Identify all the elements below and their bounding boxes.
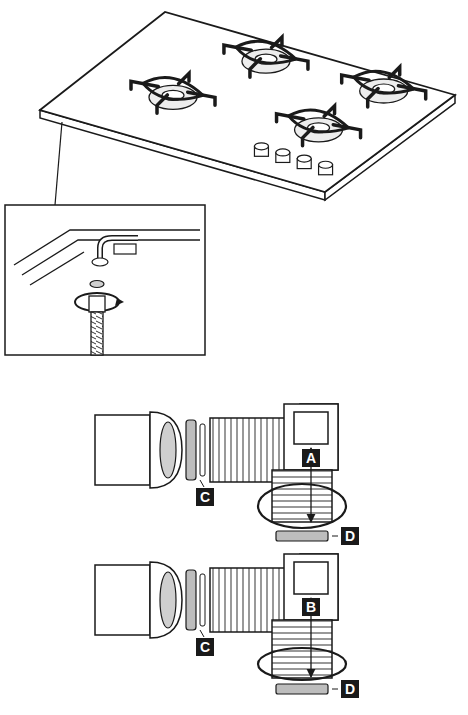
callout-letter: B: [302, 598, 320, 616]
callout-letter: D: [341, 527, 359, 545]
callout-letter: A: [302, 449, 320, 467]
knob-top: [319, 161, 333, 168]
grate-ring: [289, 110, 349, 132]
callout-letter: C: [196, 488, 214, 506]
callout-letter: D: [341, 680, 359, 698]
callout-letter: C: [196, 638, 214, 656]
grate-ring: [143, 78, 203, 100]
knob-top: [254, 143, 268, 150]
knob-top: [297, 155, 311, 162]
knob-top: [276, 149, 290, 156]
grate-ring: [354, 71, 414, 93]
grate-ring: [236, 41, 296, 63]
